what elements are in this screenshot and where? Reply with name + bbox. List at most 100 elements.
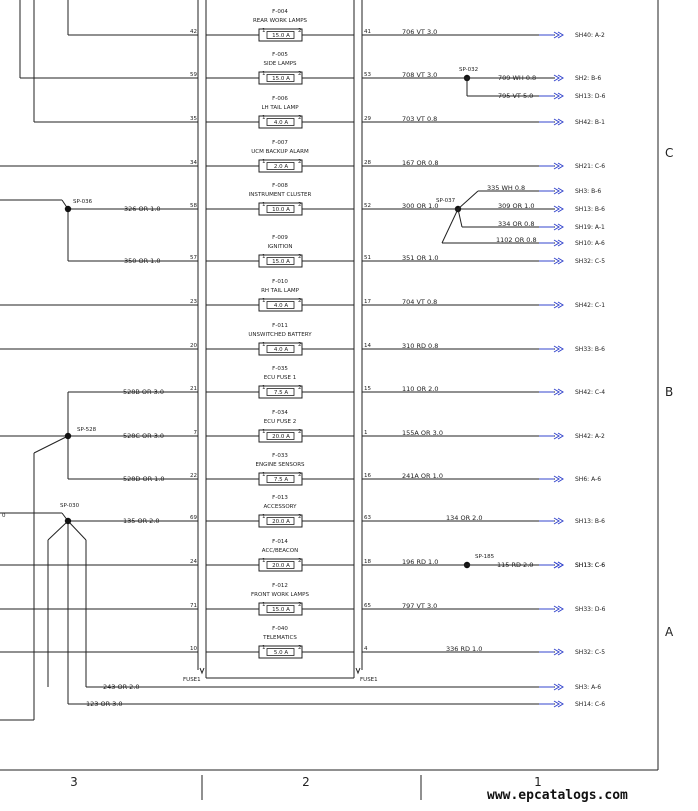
fuse-rating: 4.0 A — [274, 303, 288, 309]
connector-pin-out: 29 — [364, 116, 371, 122]
wire-label: 134 OR 2.0 — [446, 514, 483, 522]
arrow-icon — [539, 388, 564, 396]
arrow-head — [553, 118, 560, 126]
fuse-element — [266, 162, 295, 170]
pin-number: 1 — [262, 28, 266, 34]
arrow-head — [553, 74, 560, 82]
fuse-id: F-014 — [272, 539, 288, 545]
fuse-rating: 7.5 A — [274, 477, 288, 483]
arrow-head — [553, 187, 560, 195]
fuse-name: ECU FUSE 1 — [264, 375, 297, 381]
wire-label: 135 OR 2.0 — [123, 517, 160, 525]
destination-ref: SH14: C-6 — [575, 701, 605, 708]
fuse-id: F-035 — [272, 366, 288, 372]
splice-node — [64, 205, 72, 213]
splice-node — [64, 432, 72, 440]
connector-pin-in: 69 — [190, 515, 197, 521]
arrow-head — [557, 92, 564, 100]
wire-label: 528D OR 1.0 — [123, 475, 165, 483]
wire-line — [33, 435, 69, 454]
arrow-head — [557, 205, 564, 213]
pin-number: 2 — [298, 602, 302, 608]
fuse-name: ACC/BEACON — [262, 548, 298, 554]
fuse-rating: 10.0 A — [272, 207, 290, 213]
destination-ref: SH42: C-4 — [575, 389, 605, 396]
fuse-name: LH TAIL LAMP — [261, 105, 299, 111]
fuse-rating: 15.0 A — [272, 76, 290, 82]
fuse-block-label: FUSE1 — [183, 677, 201, 683]
arrow-icon — [539, 187, 564, 195]
fuse-element — [266, 475, 295, 483]
destination-ref: SH13: B-6 — [575, 206, 605, 213]
wire-label: 1102 OR 0.8 — [496, 236, 537, 244]
destination-ref: SH32: C-5 — [575, 649, 605, 656]
arrow-icon — [539, 605, 564, 613]
arrow-icon — [539, 345, 564, 353]
wire-label: 708 VT 3.0 — [402, 71, 437, 79]
wire-label: 300 OR 1.0 — [402, 202, 439, 210]
fuse-name: IGNITION — [267, 244, 292, 250]
frame — [0, 0, 659, 800]
arrow-icon — [539, 683, 564, 691]
arrow-head — [553, 239, 560, 247]
arrow-head — [553, 92, 560, 100]
arrow-head — [557, 605, 564, 613]
arrow-head — [553, 162, 560, 170]
wire-label: 335 WH 0.8 — [487, 184, 525, 192]
fuse-id: F-040 — [272, 626, 288, 632]
destination-ref: SH2: B-6 — [575, 75, 601, 82]
pin-number: 2 — [298, 645, 302, 651]
fuse-rating: 4.0 A — [274, 347, 288, 353]
fuse-id: F-004 — [272, 9, 288, 15]
arrow-icon — [539, 162, 564, 170]
wire-label: 0 — [2, 513, 6, 519]
connector-pin-out: 16 — [364, 473, 371, 479]
wire-line — [47, 520, 69, 541]
fuse-rating: 7.5 A — [274, 390, 288, 396]
connector-pin-out: 28 — [364, 160, 371, 166]
connector-pin-in: 20 — [190, 343, 197, 349]
connector-pin-in: 21 — [190, 386, 197, 392]
pin-number: 2 — [298, 385, 302, 391]
wire-label: 797 VT 3.0 — [402, 602, 437, 610]
fuse-rating: 5.0 A — [274, 650, 288, 656]
arrow-icon — [539, 223, 564, 231]
wire-label: 350 OR 1.0 — [124, 257, 161, 265]
arrow-head — [553, 432, 560, 440]
connector-pin-in: 71 — [190, 603, 197, 609]
arrow-head — [557, 239, 564, 247]
arrow-icon — [539, 301, 564, 309]
wire-label: 351 OR 1.0 — [402, 254, 439, 262]
destination-ref: SH32: C-5 — [575, 258, 605, 265]
wire-label: 123 OR 3.0 — [86, 700, 123, 708]
destination-ref: SH3: B-6 — [575, 188, 601, 195]
pin-number: 2 — [298, 298, 302, 304]
connector-pin-in: 23 — [190, 299, 197, 305]
arrow-head — [553, 648, 560, 656]
fuse-element — [266, 205, 295, 213]
fuse-name: UCM BACKUP ALARM — [251, 149, 309, 155]
watermark: www.epcatalogs.com — [487, 788, 628, 803]
arrow-head — [553, 223, 560, 231]
arrow-head — [553, 475, 560, 483]
arrow-head — [557, 223, 564, 231]
pin-number: 1 — [262, 645, 266, 651]
arrow-icon — [539, 517, 564, 525]
pin-number: 2 — [298, 71, 302, 77]
connector-pin-out: 53 — [364, 72, 371, 78]
fuse-id: F-011 — [272, 323, 288, 329]
pin-number: 2 — [298, 115, 302, 121]
destination-ref: SH13: C-6 — [575, 562, 605, 569]
wire-label: 155A OR 3.0 — [402, 429, 443, 437]
arrow-head — [557, 517, 564, 525]
destination-ref: SH19: A-1 — [575, 224, 605, 231]
fuse-element — [266, 118, 295, 126]
zone-marker-c: C — [665, 146, 673, 160]
connector-pin-out: 41 — [364, 29, 371, 35]
